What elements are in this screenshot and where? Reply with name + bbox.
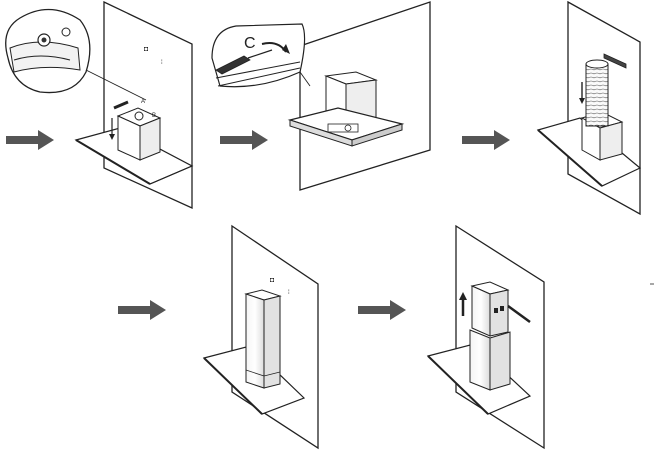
step-2: C <box>211 1 431 191</box>
callout-a-label: A <box>141 99 145 105</box>
step-3 <box>536 0 642 216</box>
wall-bracket <box>603 53 627 69</box>
motor-unit <box>116 107 162 161</box>
slide-arrow-icon <box>113 100 129 110</box>
flexible-duct <box>585 63 609 127</box>
callout-b-label: B <box>152 113 156 119</box>
chimney-cover <box>244 289 282 389</box>
chimney-cover <box>469 281 511 391</box>
bolt-icon <box>61 27 71 37</box>
screw-mark-a: ◘ <box>270 277 274 284</box>
step-5 <box>426 224 545 450</box>
step-arrow-icon <box>358 300 406 320</box>
detail-inset <box>5 8 147 101</box>
step-1: ◘ ⁞ A B <box>5 0 194 210</box>
step-arrow-icon <box>118 300 166 320</box>
screw-mark-a: ◘ <box>144 46 148 53</box>
step-arrow-icon <box>462 130 510 150</box>
flow-arrows <box>6 130 510 320</box>
step-arrow-icon <box>220 130 268 150</box>
screwdriver-icon <box>507 304 531 324</box>
detail-inset: C <box>211 23 311 88</box>
callout-c-label: C <box>244 35 256 52</box>
step-arrow-icon <box>6 130 54 150</box>
screw-mark-b: ⁞ <box>288 290 290 296</box>
step-4: ◘ ⁞ <box>202 224 319 450</box>
screw-mark-b: ⁞ <box>161 60 163 66</box>
screwdriver-icon <box>215 55 251 75</box>
